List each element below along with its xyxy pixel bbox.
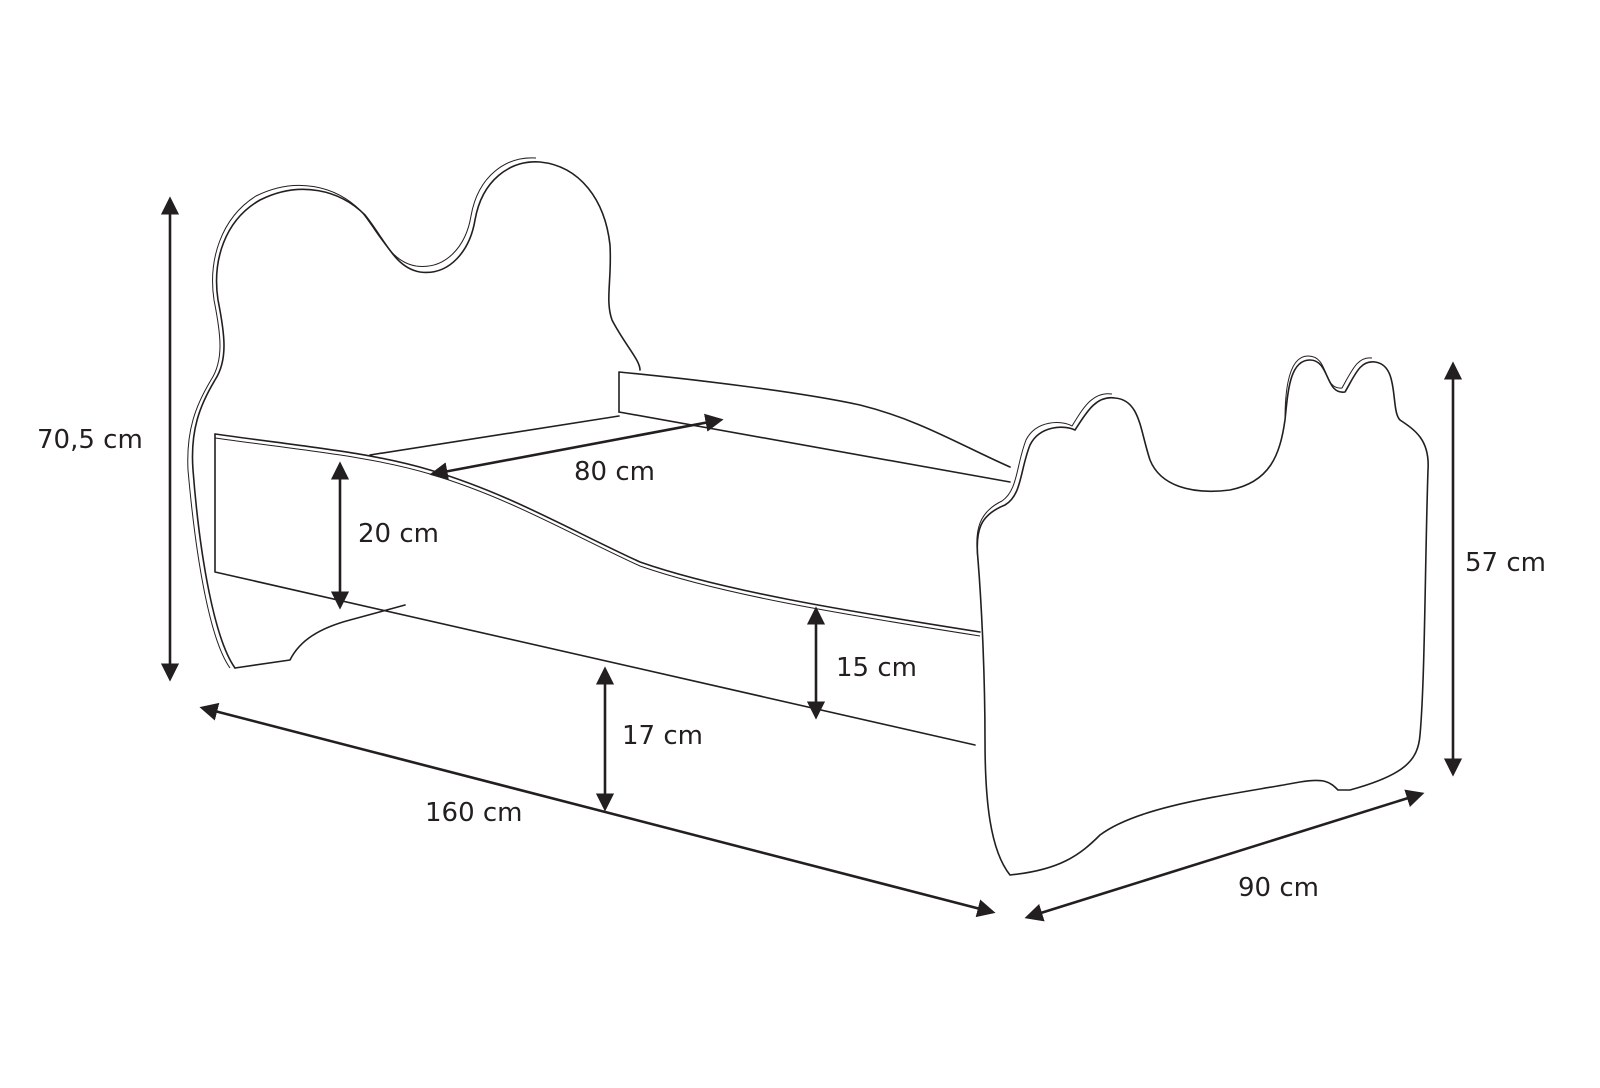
label-total-height: 70,5 cm [37,425,143,455]
arrow-length [199,702,996,918]
arrow-width [1024,789,1425,922]
footboard [976,355,1429,876]
label-footboard-height: 57 cm [1465,548,1546,578]
dimension-arrows [160,196,1463,922]
arrow-mattress-width [429,413,724,481]
label-width: 90 cm [1238,873,1319,903]
label-floor-clearance: 17 cm [622,721,703,751]
label-rail-height: 20 cm [358,519,439,549]
label-rail-low-height: 15 cm [836,653,917,683]
headboard [187,157,641,669]
label-length: 160 cm [425,798,523,828]
label-mattress-width: 80 cm [574,457,655,487]
far-side-rail [369,371,1011,483]
